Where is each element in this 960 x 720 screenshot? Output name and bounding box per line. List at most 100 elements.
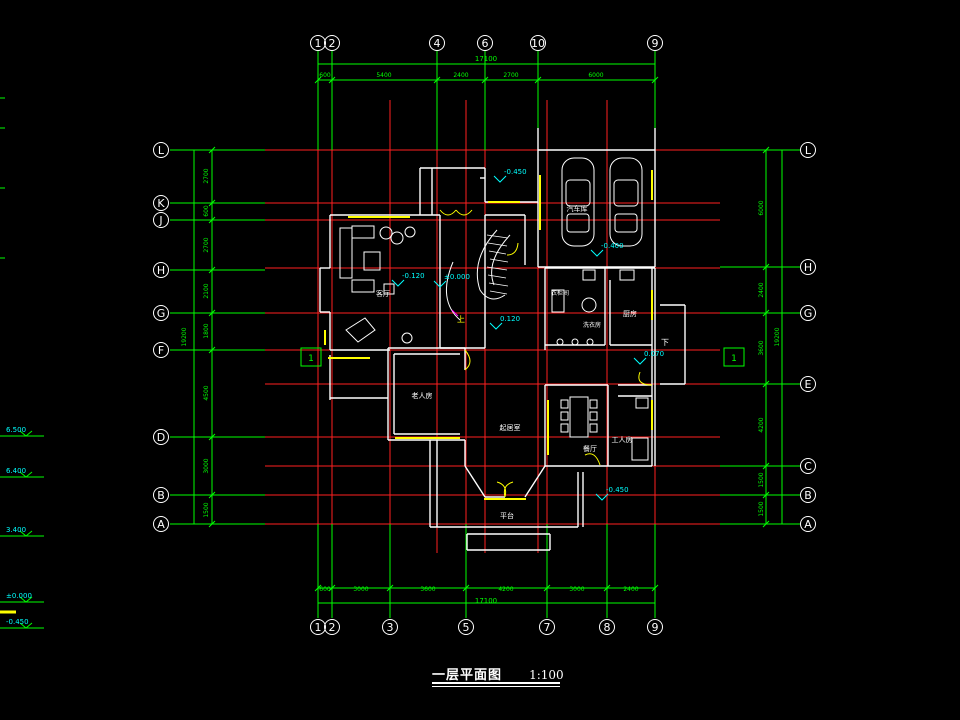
axis-bubble-right-label: B: [804, 489, 812, 502]
dining-chair: [560, 423, 569, 433]
sofa: [351, 279, 375, 293]
level-side: 0.070: [644, 350, 664, 358]
level-living-mark: [391, 279, 405, 287]
dim-tick: [433, 76, 441, 84]
dining-chair: [589, 411, 598, 421]
elevation-value: 6.400: [6, 467, 26, 475]
dim-tick: [543, 584, 551, 592]
stair-tread: [487, 242, 508, 247]
stair-tread: [489, 290, 508, 295]
dim-tick: [651, 76, 659, 84]
room-label-elder-room: 老人房: [412, 391, 433, 400]
axis-bubble-left-label: G: [157, 307, 166, 320]
axis-bubble-left-label: F: [158, 344, 164, 357]
car-outline: [609, 157, 643, 247]
dim-left-segment: 2700: [203, 237, 210, 252]
axis-bubble-right-circle: [800, 259, 816, 275]
axis-bubble-left-circle: [153, 487, 169, 503]
axis-bubble-right-circle: [800, 516, 816, 532]
room-label-laundry: 洗衣房: [583, 321, 601, 329]
stair-tread: [486, 266, 508, 271]
elevation-value: ±0.000: [6, 592, 32, 600]
axis-bubble-bottom-label: 5: [463, 621, 470, 634]
toilet: [635, 397, 649, 409]
dim-tick: [328, 76, 336, 84]
axis-bubble-top-label: 1: [315, 37, 322, 50]
elevation-mark: [19, 596, 33, 603]
dim-tick: [651, 584, 659, 592]
level-terrace: -0.450: [606, 486, 629, 494]
axis-bubble-top-circle: [310, 35, 326, 51]
dim-bottom-segment: 4200: [498, 586, 513, 593]
axis-bubble-top-circle: [477, 35, 493, 51]
stool: [586, 338, 594, 346]
axis-bubble-left-label: A: [157, 518, 165, 531]
dim-right-segment: 2400: [758, 282, 765, 297]
room-label-dining: 餐厅: [583, 444, 597, 453]
dim-tick: [208, 520, 216, 528]
room-label-kitchen: 厨房: [623, 309, 637, 318]
dim-bottom-segment: 3000: [353, 586, 368, 593]
axis-bubble-left-circle: [153, 262, 169, 278]
room-label-storage: 衣柜间: [551, 289, 569, 297]
axis-bubble-top-circle: [530, 35, 546, 51]
axis-bubble-right-circle: [800, 305, 816, 321]
axis-bubble-right-circle: [800, 458, 816, 474]
dim-tick: [208, 433, 216, 441]
elevation-mark: [19, 430, 33, 437]
axis-bubble-left-label: J: [158, 214, 162, 227]
dim-left-segment: 1500: [203, 502, 210, 517]
car-rear-window: [566, 213, 590, 233]
dim-tick: [762, 263, 770, 271]
room-label-family-hall: 起居室: [500, 423, 521, 432]
door-swing: [464, 349, 471, 371]
axis-bubble-left-circle: [153, 305, 169, 321]
side-table: [383, 283, 395, 295]
dim-left-segment: 1800: [203, 323, 210, 338]
axis-bubble-left-label: H: [157, 264, 165, 277]
axis-bubble-top-label: 9: [652, 37, 659, 50]
dim-bottom-segment: 2400: [623, 586, 638, 593]
axis-bubble-left-label: D: [157, 431, 165, 444]
drawing-title-block: 一层平面图 1:100: [432, 664, 564, 683]
door-swing: [455, 209, 473, 216]
section-mark-left: 1: [308, 354, 314, 364]
axis-bubble-bottom-circle: [310, 619, 326, 635]
door-swing: [506, 242, 519, 256]
washing-machine: [551, 289, 565, 313]
dining-chair: [560, 411, 569, 421]
title-underline-thin: [432, 686, 560, 687]
room-label-garage: 汽车库: [567, 204, 588, 213]
room-label-living: 客厅: [376, 289, 390, 298]
dining-chair: [589, 423, 598, 433]
drawing-title: 一层平面图: [432, 668, 503, 683]
elevation-mark: [19, 622, 33, 629]
axis-bubble-right-label: E: [805, 378, 812, 391]
armchair: [379, 226, 393, 240]
level-living: -0.120: [402, 272, 425, 280]
elevation-value: 3.400: [6, 526, 26, 534]
dim-tick: [314, 76, 322, 84]
dim-tick: [208, 146, 216, 154]
coffee-table: [363, 251, 381, 271]
level-entry: -0.450: [504, 168, 527, 176]
door-swing: [503, 481, 514, 498]
dim-right-total: 19200: [774, 327, 781, 346]
axis-bubble-left-circle: [153, 212, 169, 228]
stair-tread: [489, 258, 509, 263]
drawing-scale: 1:100: [529, 668, 564, 682]
dim-tick: [208, 309, 216, 317]
dim-left-total: 19200: [181, 327, 188, 346]
dining-chair: [560, 399, 569, 409]
elevation-mark: [19, 530, 33, 537]
level-hall: 0.120: [500, 315, 520, 323]
dim-tick: [762, 146, 770, 154]
stair-curve: [491, 234, 511, 286]
dim-tick: [314, 584, 322, 592]
axis-bubble-left-circle: [153, 142, 169, 158]
axis-bubble-top-label: 2: [329, 37, 336, 50]
axis-bubble-bottom-circle: [647, 619, 663, 635]
axis-bubble-left-circle: [153, 342, 169, 358]
